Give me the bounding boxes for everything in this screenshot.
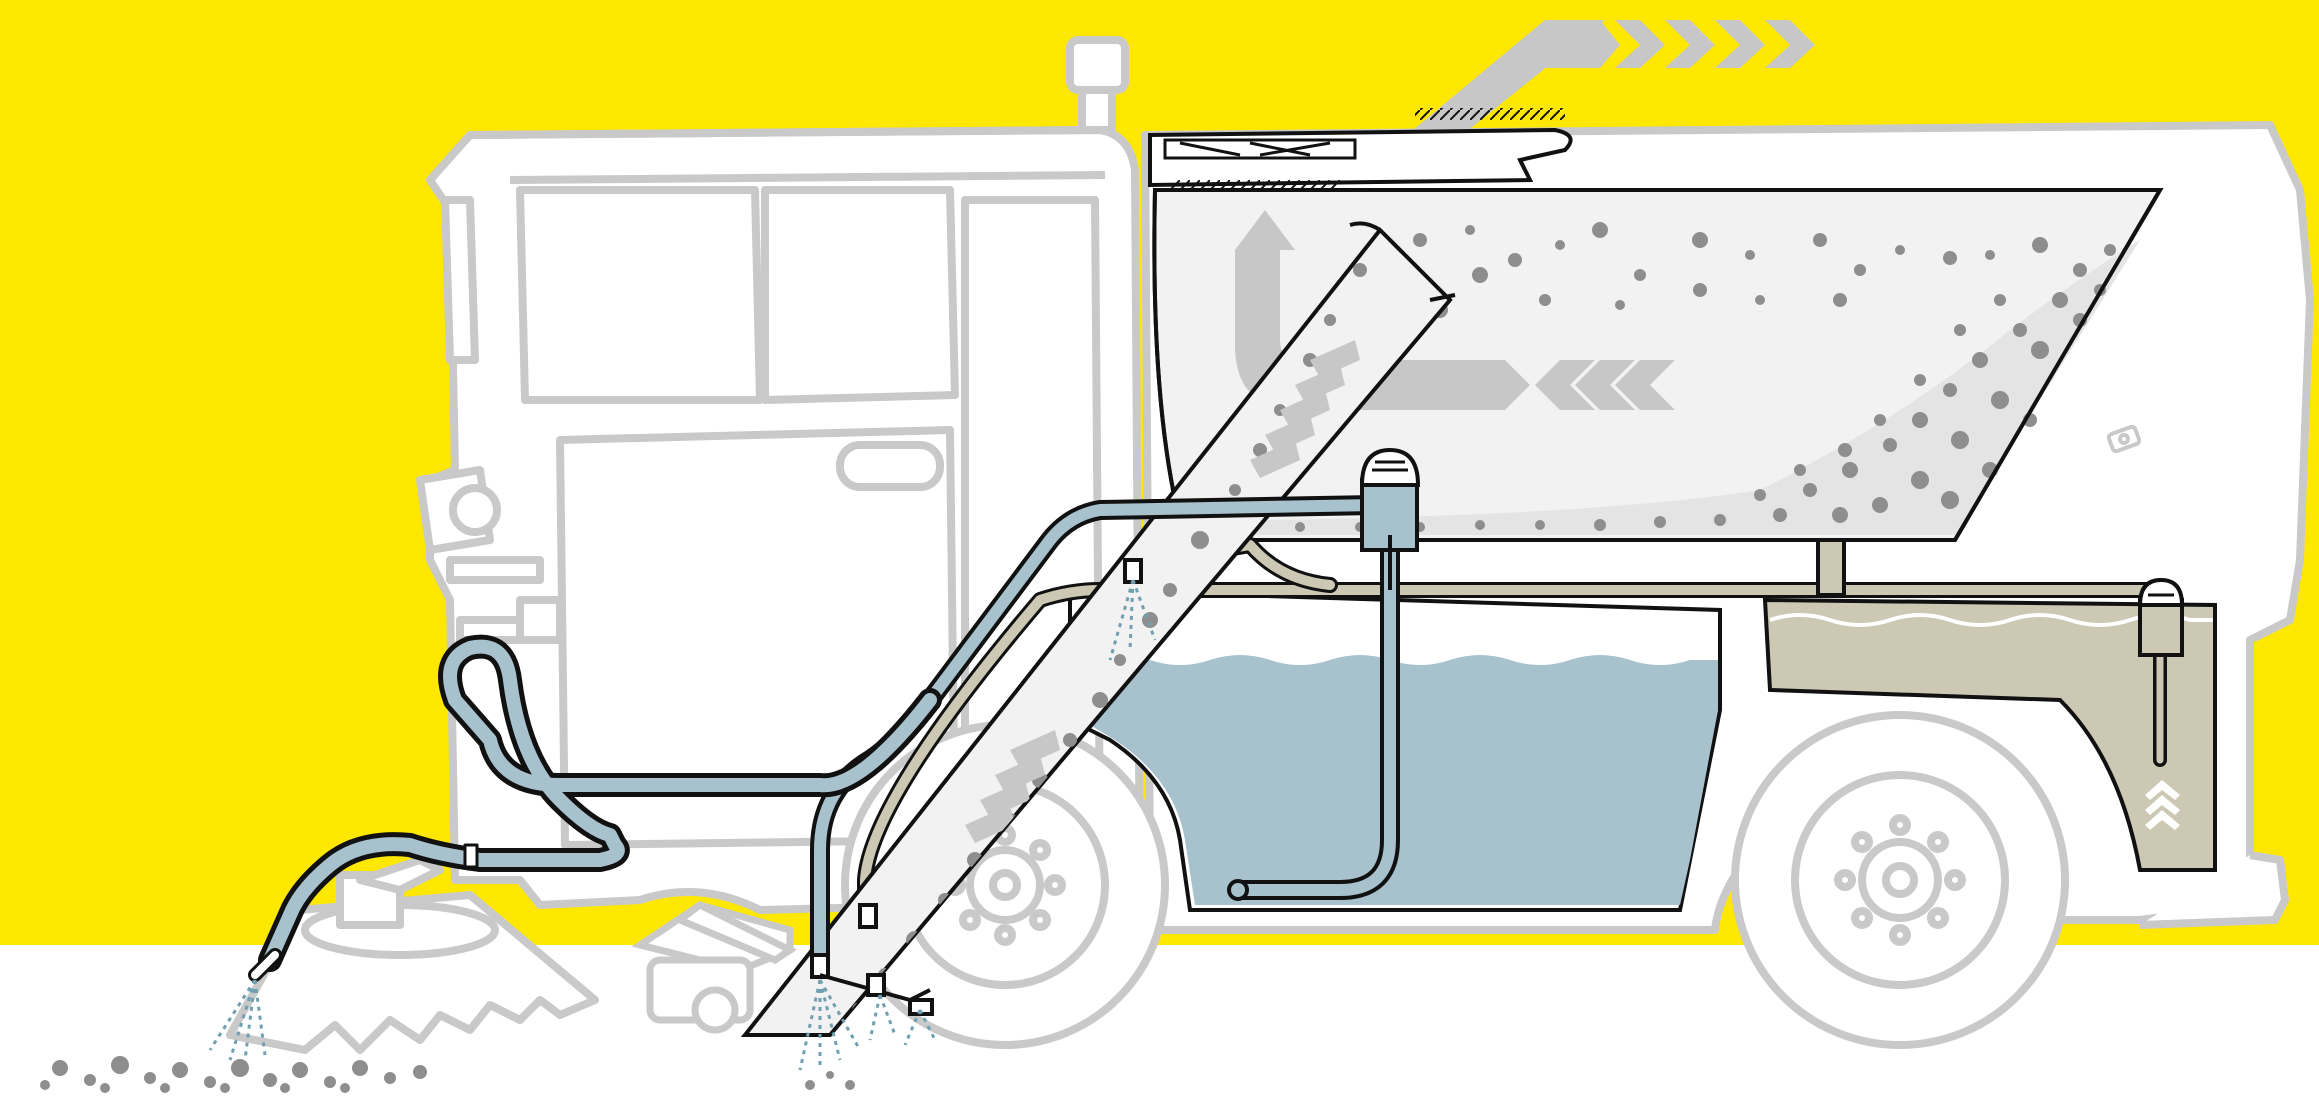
rear-wheel (1735, 715, 2065, 1045)
recycling-pump-icon (2140, 580, 2182, 655)
beacon-light-icon (1070, 40, 1125, 90)
